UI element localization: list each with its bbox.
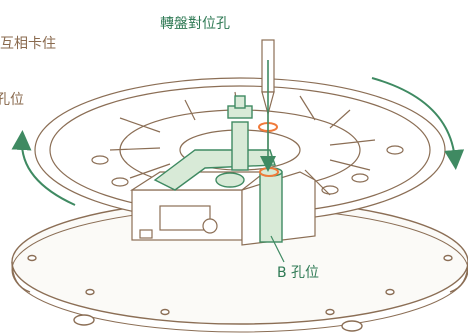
label-interlock: 互相卡住 [0,36,56,52]
rotation-arrow-left [11,130,76,206]
b-hole-leader [270,235,285,263]
green-mechanism [153,95,283,243]
label-b-hole: B 孔位 [277,265,319,281]
label-alignment-hole: 轉盤對位孔 [160,16,230,32]
rotation-arrow-right [371,77,465,170]
label-hole-position: 孔位 [0,92,24,108]
